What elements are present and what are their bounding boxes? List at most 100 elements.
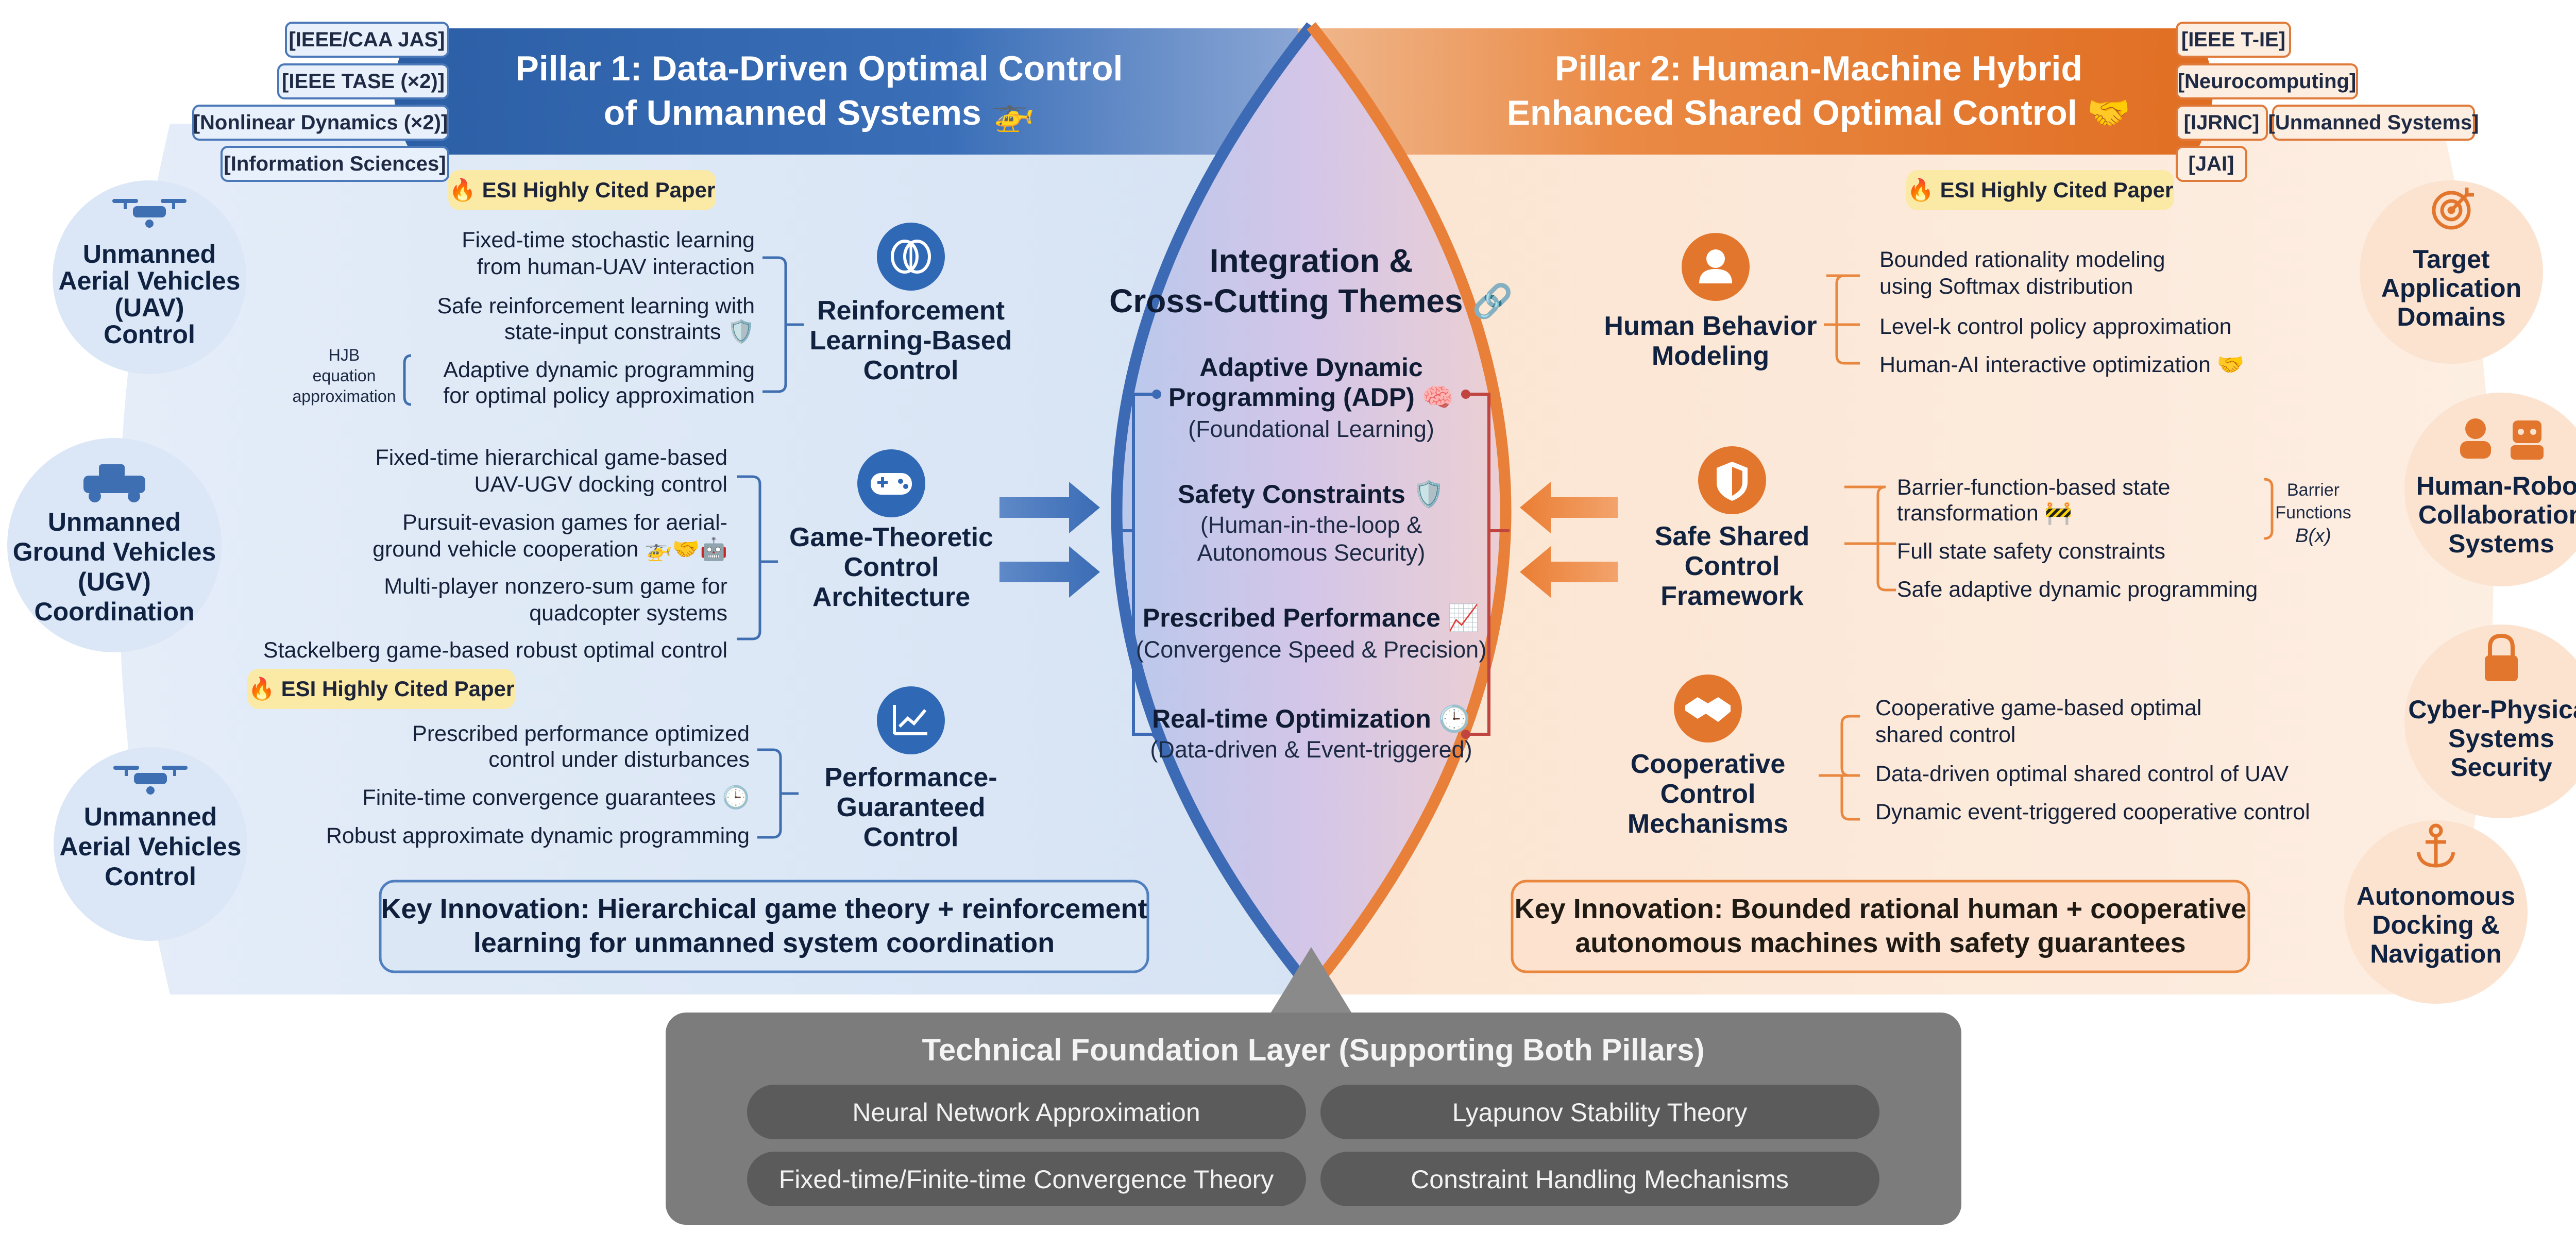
svg-text:Cyber-Physical: Cyber-Physical (2408, 695, 2576, 724)
venue-tag: [Unmanned Systems] (2268, 111, 2479, 134)
svg-text:Docking &: Docking & (2372, 910, 2499, 939)
pillar1-title-line1: Pillar 1: Data-Driven Optimal Control (516, 49, 1123, 88)
list-item: from human-UAV interaction (477, 255, 755, 279)
foundation-item: Fixed-time/Finite-time Convergence Theor… (779, 1165, 1274, 1194)
pillar2-title-line2: Enhanced Shared Optimal Control 🤝 (1507, 93, 2131, 132)
list-item: Barrier-function-based state (1897, 475, 2171, 500)
lens-left-edge (1111, 22, 1316, 993)
list-item: Fixed-time stochastic learning (462, 228, 755, 252)
venue-tag: [IEEE/CAA JAS] (289, 28, 445, 51)
theme-sub: (Data-driven & Event-triggered) (1150, 736, 1472, 763)
list-item: using Softmax distribution (1879, 274, 2133, 299)
list-item: quadcopter systems (529, 601, 727, 626)
chart-up-icon (893, 705, 927, 735)
svg-text:Systems: Systems (2448, 724, 2554, 753)
svg-text:Domains: Domains (2397, 302, 2505, 331)
gamepad-icon (871, 473, 912, 495)
barrier-note: Functions (2275, 503, 2351, 522)
svg-text:Unmanned: Unmanned (83, 240, 216, 268)
handshake-icon (1685, 697, 1731, 722)
svg-text:Architecture: Architecture (812, 582, 970, 612)
pillar2-venues: [IEEE T-IE] [Neurocomputing] [IJRNC] [Un… (2176, 22, 2479, 182)
svg-text:Human Behavior: Human Behavior (1604, 311, 1817, 341)
arrows-from-pillar1 (999, 482, 1100, 598)
svg-text:Aerial Vehicles: Aerial Vehicles (59, 832, 241, 861)
list-item: transformation 🚧 (1897, 501, 2072, 526)
p2-group-cooperative: Cooperative Control Mechanisms Cooperati… (1628, 674, 2310, 839)
svg-text:Learning-Based: Learning-Based (810, 326, 1012, 356)
svg-text:Target: Target (2413, 245, 2489, 274)
brain-icon (891, 240, 931, 274)
drone-icon (113, 766, 188, 795)
theme-sub: (Foundational Learning) (1188, 416, 1434, 442)
svg-text:Unmanned: Unmanned (84, 802, 217, 831)
svg-text:Human-Robot: Human-Robot (2416, 471, 2576, 500)
svg-text:Ground Vehicles: Ground Vehicles (13, 537, 216, 566)
list-item: Dynamic event-triggered cooperative cont… (1875, 800, 2310, 824)
pillar2-panel (1298, 28, 2494, 994)
p1-group-game-theoretic: Fixed-time hierarchical game-based UAV-U… (263, 445, 993, 663)
list-item: Safe reinforcement learning with (437, 294, 755, 318)
foundation-layer: Technical Foundation Layer (Supporting B… (666, 1013, 1961, 1225)
svg-text:Control: Control (863, 356, 959, 385)
list-item: Level-k control policy approximation (1879, 314, 2232, 339)
svg-text:Navigation: Navigation (2370, 939, 2502, 968)
barrier-note: Barrier (2287, 480, 2340, 500)
theme-heading: Real-time Optimization 🕒 (1152, 704, 1470, 733)
list-item: for optimal policy approximation (443, 383, 755, 408)
svg-text:Guaranteed: Guaranteed (837, 792, 986, 822)
drone-icon (112, 199, 187, 228)
list-item: ground vehicle cooperation 🚁🤝🤖 (372, 536, 727, 562)
svg-text:Key Innovation: Hierarchical g: Key Innovation: Hierarchical game theory… (381, 893, 1147, 924)
list-item: control under disturbances (488, 747, 750, 772)
svg-text:Systems: Systems (2448, 529, 2554, 558)
svg-text:Collaboration: Collaboration (2418, 500, 2576, 529)
esi-badge: 🔥 ESI Highly Cited Paper (1906, 170, 2174, 210)
venue-tag: [IEEE TASE (×2)] (282, 70, 445, 93)
anchor-icon (2416, 823, 2455, 868)
theme-heading: Programming (ADP) 🧠 (1168, 383, 1454, 412)
side-circle-uav-control: Unmanned Aerial Vehicles (UAV) Control (53, 180, 246, 374)
list-item: Pursuit-evasion games for aerial- (402, 510, 727, 535)
foundation-item: Constraint Handling Mechanisms (1411, 1165, 1789, 1194)
list-item: Robust approximate dynamic programming (326, 823, 750, 848)
pillar1-panel (118, 28, 1319, 994)
list-item: Human-AI interactive optimization 🤝 (1879, 352, 2244, 377)
list-item: Stackelberg game-based robust optimal co… (263, 638, 727, 663)
list-item: Full state safety constraints (1897, 539, 2165, 564)
list-item: shared control (1875, 722, 2016, 747)
hjb-note: approximation (293, 387, 396, 406)
svg-text:autonomous machines with safet: autonomous machines with safety guarante… (1575, 927, 2185, 958)
list-item: Safe adaptive dynamic programming (1897, 577, 2258, 602)
venue-tag: [IJRNC] (2184, 111, 2260, 134)
barrier-note: B(x) (2295, 525, 2331, 547)
list-item: Bounded rationality modeling (1879, 247, 2165, 272)
foundation-item: Neural Network Approximation (852, 1098, 1200, 1127)
svg-text:Application: Application (2381, 274, 2521, 302)
side-circle-uav-control-2: Unmanned Aerial Vehicles Control (54, 747, 247, 941)
p2-group-safe-shared: Safe Shared Control Framework Barrier-fu… (1655, 446, 2351, 611)
svg-text:(UGV): (UGV) (78, 567, 151, 596)
venue-tag: [IEEE T-IE] (2181, 28, 2285, 51)
side-circle-target-domains: Target Application Domains (2360, 180, 2543, 364)
theme-sub: (Human-in-the-loop & (1200, 512, 1422, 538)
list-item: Prescribed performance optimized (412, 721, 750, 746)
svg-text:learning for unmanned system c: learning for unmanned system coordinatio… (473, 927, 1055, 958)
p1-group-performance: Prescribed performance optimized control… (326, 686, 997, 852)
shield-icon (1717, 462, 1748, 501)
ground-vehicle-icon (83, 464, 145, 502)
svg-text:🔥 ESI Highly Cited Paper: 🔥 ESI Highly Cited Paper (449, 177, 716, 203)
svg-text:Cooperative: Cooperative (1631, 749, 1786, 779)
person-icon (1699, 249, 1732, 283)
list-item: Finite-time convergence guarantees 🕒 (363, 785, 750, 810)
list-item: Adaptive dynamic programming (443, 358, 755, 382)
pillar1-key-innovation: Key Innovation: Hierarchical game theory… (379, 880, 1149, 973)
esi-badge: 🔥 ESI Highly Cited Paper (247, 669, 515, 709)
side-circle-ugv-coordination: Unmanned Ground Vehicles (UGV) Coordinat… (7, 438, 222, 652)
svg-text:Performance-: Performance- (824, 763, 997, 792)
side-circle-cyber-physical: Cyber-Physical Systems Security (2404, 625, 2576, 818)
lens-right-edge (1307, 22, 1512, 993)
venue-tag: [JAI] (2189, 153, 2234, 175)
human-robot-icon (2460, 418, 2544, 460)
